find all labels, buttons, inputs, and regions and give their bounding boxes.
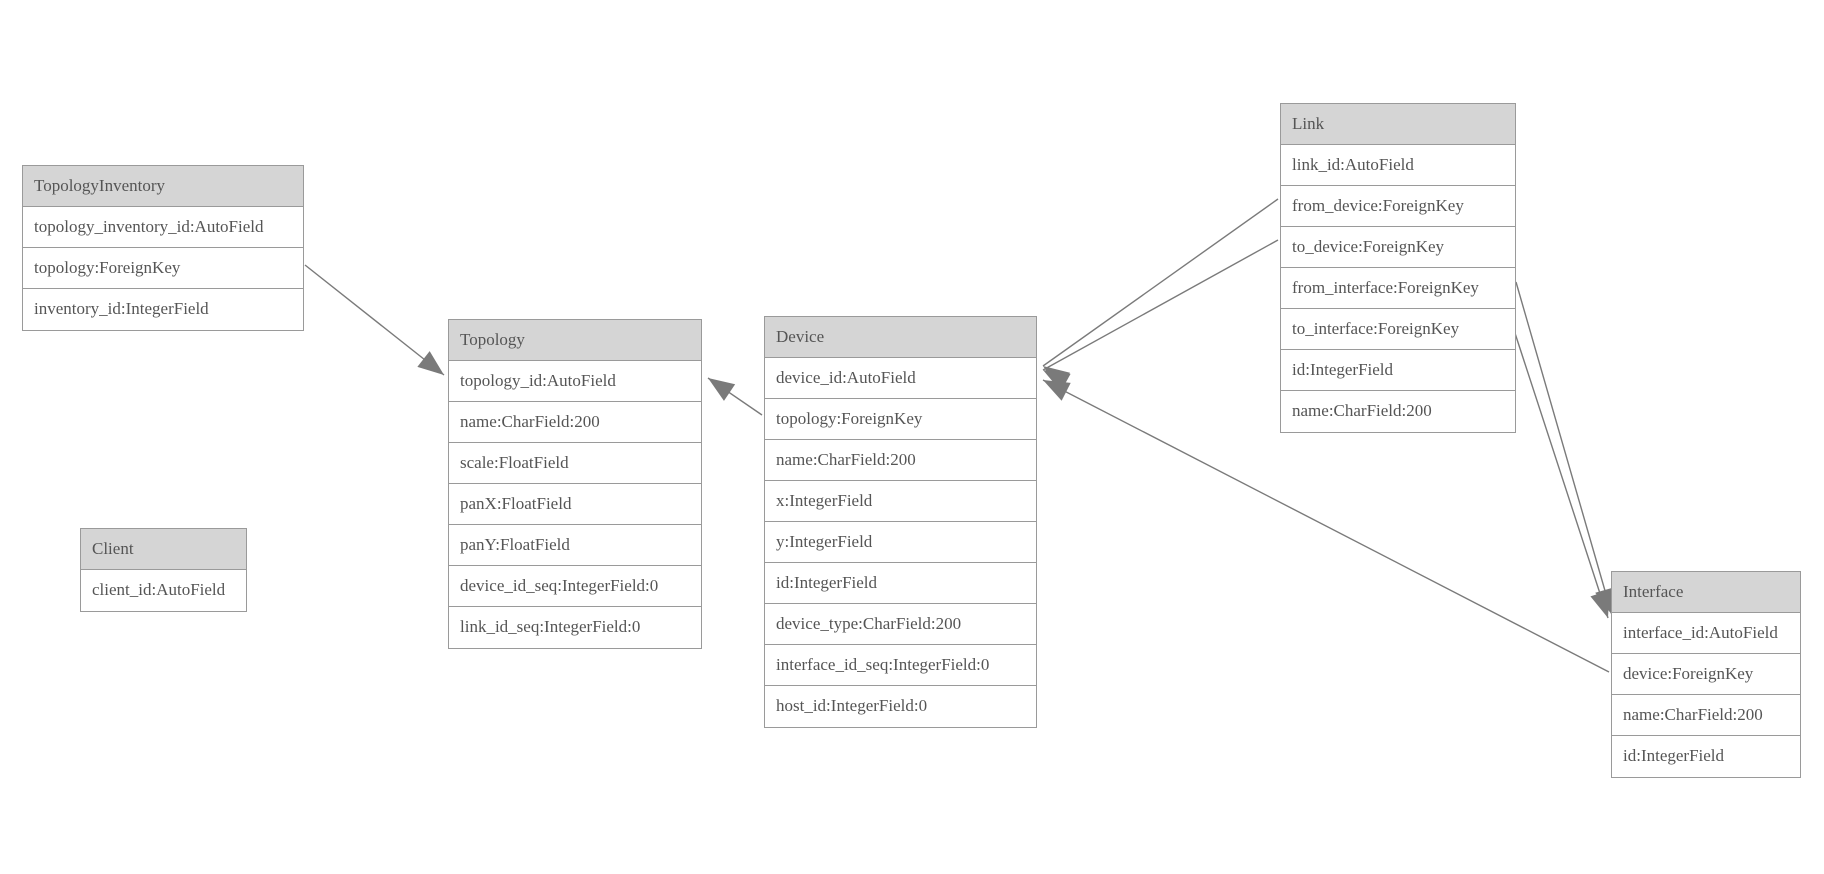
entity-field-link-0[interactable]: link_id:AutoField [1281, 145, 1515, 186]
rel-link-from-device [1042, 198, 1279, 390]
entity-field-interface-0[interactable]: interface_id:AutoField [1612, 613, 1800, 654]
rel-topologyinventory-topology [304, 264, 445, 376]
entity-title-link: Link [1281, 104, 1515, 145]
entity-title-client: Client [81, 529, 246, 570]
entity-field-topology-0[interactable]: topology_id:AutoField [449, 361, 701, 402]
entity-field-device-6[interactable]: device_type:CharField:200 [765, 604, 1036, 645]
entity-field-topology-6[interactable]: link_id_seq:IntegerField:0 [449, 607, 701, 648]
entity-field-link-4[interactable]: to_interface:ForeignKey [1281, 309, 1515, 350]
entity-field-link-3[interactable]: from_interface:ForeignKey [1281, 268, 1515, 309]
entity-field-device-0[interactable]: device_id:AutoField [765, 358, 1036, 399]
entity-field-interface-1[interactable]: device:ForeignKey [1612, 654, 1800, 695]
entity-field-topology-2[interactable]: scale:FloatField [449, 443, 701, 484]
entity-field-device-3[interactable]: x:IntegerField [765, 481, 1036, 522]
entity-title-topology_inventory: TopologyInventory [23, 166, 303, 207]
entity-field-device-8[interactable]: host_id:IntegerField:0 [765, 686, 1036, 727]
rel-link-from-device-arrowhead [1043, 366, 1071, 390]
rel-link-to-device-arrowhead [1043, 370, 1071, 392]
rel-device-topology [707, 377, 763, 416]
entity-title-interface: Interface [1612, 572, 1800, 613]
entity-field-topology-5[interactable]: device_id_seq:IntegerField:0 [449, 566, 701, 607]
rel-interface-device-arrowhead [1043, 380, 1071, 401]
entity-field-link-1[interactable]: from_device:ForeignKey [1281, 186, 1515, 227]
entity-field-topology-3[interactable]: panX:FloatField [449, 484, 701, 525]
entity-field-device-7[interactable]: interface_id_seq:IntegerField:0 [765, 645, 1036, 686]
entity-field-device-5[interactable]: id:IntegerField [765, 563, 1036, 604]
entity-field-device-4[interactable]: y:IntegerField [765, 522, 1036, 563]
entity-field-topology-1[interactable]: name:CharField:200 [449, 402, 701, 443]
entity-field-device-1[interactable]: topology:ForeignKey [765, 399, 1036, 440]
entity-field-link-5[interactable]: id:IntegerField [1281, 350, 1515, 391]
entity-field-interface-3[interactable]: id:IntegerField [1612, 736, 1800, 777]
entity-title-topology: Topology [449, 320, 701, 361]
entity-field-client-0[interactable]: client_id:AutoField [81, 570, 246, 611]
entity-field-interface-2[interactable]: name:CharField:200 [1612, 695, 1800, 736]
rel-link-from-interface [1515, 281, 1615, 616]
rel-device-topology-arrowhead [708, 378, 736, 401]
entity-field-topology_inventory-2[interactable]: inventory_id:IntegerField [23, 289, 303, 330]
entity-field-device-2[interactable]: name:CharField:200 [765, 440, 1036, 481]
entity-field-topology_inventory-1[interactable]: topology:ForeignKey [23, 248, 303, 289]
entity-field-topology-4[interactable]: panY:FloatField [449, 525, 701, 566]
entity-title-device: Device [765, 317, 1036, 358]
rel-link-to-interface [1511, 323, 1610, 619]
entity-field-topology_inventory-0[interactable]: topology_inventory_id:AutoField [23, 207, 303, 248]
entity-field-link-6[interactable]: name:CharField:200 [1281, 391, 1515, 432]
rel-topologyinventory-topology-arrowhead [417, 351, 444, 375]
entity-field-link-2[interactable]: to_device:ForeignKey [1281, 227, 1515, 268]
rel-link-to-device [1042, 239, 1279, 392]
